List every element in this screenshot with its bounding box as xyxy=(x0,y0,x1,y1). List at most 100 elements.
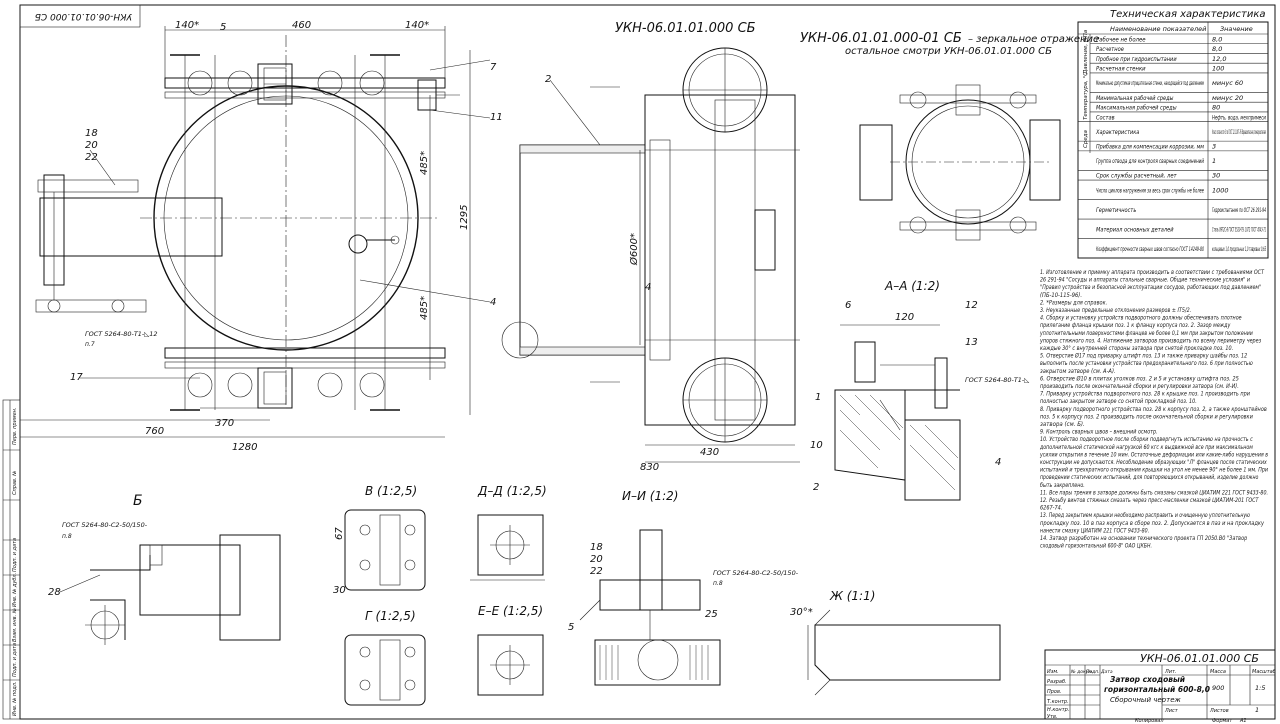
view-g-detail xyxy=(344,634,426,706)
view-dd-detail xyxy=(470,514,545,581)
dim-830: 830 xyxy=(640,462,659,473)
note-line: быть закреплено. xyxy=(1040,481,1085,489)
weld-mark-1-note: п.7 xyxy=(85,341,95,348)
tech-head-name: Наименование показателей xyxy=(1110,25,1206,33)
note-line: 5. Отверстие Ø17 под приварку штифт поз.… xyxy=(1040,352,1247,360)
tech-group-medium: Среда xyxy=(1083,129,1089,148)
note-line: закрытом затворе (см. А-А). xyxy=(1040,368,1116,375)
title-format-label: Формат xyxy=(1212,718,1233,724)
view-ii-title: И–И (1:2) xyxy=(622,489,678,503)
callout-18: 18 xyxy=(85,128,98,139)
tech-row-value: минус 60 xyxy=(1212,79,1243,87)
tech-row-name: Минимальная рабочей среды xyxy=(1096,94,1174,102)
title-row-3: Т.контр. xyxy=(1047,699,1069,705)
note-line: поз. 5 к корпусу поз. 2 производить посл… xyxy=(1040,412,1253,420)
view-b-detail xyxy=(59,534,281,645)
mirror-view xyxy=(859,84,1061,241)
tech-row-name: Характеристика xyxy=(1095,128,1139,136)
sheet-frame xyxy=(19,4,1276,720)
note-line: 6267-74. xyxy=(1040,505,1062,512)
weld-mark-3: ГОСТ 5264-80-С2-50/150- xyxy=(62,521,148,529)
title-block-name-1: Затвор сходовый xyxy=(1110,675,1186,684)
tech-row-name: Группа отвода для контроля сварных соеди… xyxy=(1096,157,1204,165)
title-sheets: 1 xyxy=(1255,706,1259,714)
note-line: дополнительной статической нагрузкой 60 … xyxy=(1039,444,1253,451)
tech-row-value: Класс опасности 3 по ГОСТ 12.1.007-76 Вз… xyxy=(1212,128,1266,136)
ii-callout-20: 20 xyxy=(590,554,603,565)
note-line: 14. Затвор разработан на основании техни… xyxy=(1040,534,1247,542)
tech-table-title: Техническая характеристика xyxy=(1110,9,1266,20)
aa-callout-1: 1 xyxy=(815,392,821,403)
aa-callout-4: 4 xyxy=(995,457,1001,468)
note-line: уплотнительными поверхностями фланцев не… xyxy=(1039,329,1253,337)
tech-row-name: Минимально допустимая отрицательная стен… xyxy=(1096,79,1204,87)
section-aa-title: А–А (1:2) xyxy=(884,279,940,293)
note-line: "Правил устройства и безопасной эксплуат… xyxy=(1040,283,1261,291)
margin-label-0: Перв. примен. xyxy=(12,407,18,445)
view-zh-title: Ж (1:1) xyxy=(829,589,875,603)
margin-label-2: Подп. и дата xyxy=(12,538,18,572)
tech-head-value: Значение xyxy=(1220,25,1253,33)
b-callout-28: 28 xyxy=(48,587,61,598)
dim-120: 120 xyxy=(895,312,914,323)
ii-callout-25: 25 xyxy=(705,609,718,620)
note-line: прокладку поз. 10 в паз корпуса в сборе … xyxy=(1040,519,1264,527)
title-sheets-label: Листов xyxy=(1209,708,1229,714)
side-view xyxy=(501,47,800,463)
weld-mark-1: ГОСТ 5264-80-Т1-◺12 xyxy=(85,330,158,338)
title-copied: Копировал xyxy=(1135,718,1164,724)
dim-430: 430 xyxy=(700,447,719,458)
aa-callout-10: 10 xyxy=(810,440,823,451)
callout-4: 4 xyxy=(490,297,496,308)
weld-mark-2: ГОСТ 5264-80-Т1-◺ xyxy=(965,376,1029,384)
ii-callout-18: 18 xyxy=(590,542,603,553)
callout-20: 20 xyxy=(85,140,98,151)
dim-30-degree: 30°* xyxy=(790,607,813,618)
tech-row-name: Расчетное xyxy=(1096,45,1124,53)
side-callout-4: 4 xyxy=(645,282,651,293)
title-row-4: Н.контр. xyxy=(1047,707,1069,713)
dim-600: Ø600* xyxy=(628,233,640,266)
view-g-title: Г (1:2,5) xyxy=(365,609,416,623)
tech-row-value: 100 xyxy=(1212,65,1224,73)
tech-row-value: кольцевых 1,0 продольных 1,0 тавровых 0,… xyxy=(1212,245,1266,253)
main-view-title: УКН-06.01.01.000 СБ xyxy=(615,21,756,36)
title-row-2: Пров. xyxy=(1047,689,1062,695)
title-scale-label: Масштаб xyxy=(1252,669,1276,675)
margin-label-5: Подп. и дата xyxy=(12,643,18,677)
title-block-name-3: Сборочный чертеж xyxy=(1110,696,1181,704)
main-front-view xyxy=(20,26,491,438)
left-margin-ticks xyxy=(3,449,20,681)
weld-mark-3-note: п.8 xyxy=(62,533,72,540)
margin-label-4: Взам. инв. № xyxy=(12,608,18,642)
aa-callout-12: 12 xyxy=(965,300,978,311)
note-line: нанести смазку ЦИАТИМ 221 ГОСТ 9433-80. xyxy=(1040,527,1149,534)
tech-row-name: Прибавка для компенсации коррозии, мм xyxy=(1096,143,1204,151)
note-line: 11. Все пары трения в затворе должны быт… xyxy=(1040,488,1268,496)
dim-370: 370 xyxy=(215,418,234,429)
callout-7: 7 xyxy=(490,62,497,73)
tech-row-value: минус 20 xyxy=(1212,94,1243,102)
note-line: испытаний и трехкратного открывания крыш… xyxy=(1040,466,1268,474)
dim-30: 30 xyxy=(333,585,346,596)
dim-67: 67 xyxy=(334,527,345,540)
dim-1295: 1295 xyxy=(459,205,470,230)
view-ii-detail xyxy=(579,529,721,686)
dim-140a: 140* xyxy=(175,20,199,31)
mirror-view-note: остальное смотри УКН-06.01.01.000 СБ xyxy=(845,46,1052,57)
tech-row-name: Рабочее не более xyxy=(1096,35,1146,43)
callout-11: 11 xyxy=(490,112,503,123)
note-line: прилегание фланца крышки поз. 1 к фланцу… xyxy=(1040,322,1231,329)
side-callout-2: 2 xyxy=(545,74,551,85)
weld-mark-4: ГОСТ 5264-80-С2-50/150- xyxy=(713,569,799,577)
title-col-2: Дата xyxy=(1100,669,1113,675)
note-line: конструкции не допускаются. Несоблюдение… xyxy=(1040,458,1267,466)
aa-callout-13: 13 xyxy=(965,337,978,348)
ii-callout-5: 5 xyxy=(568,622,574,633)
view-v-title: В (1:2,5) xyxy=(365,484,417,498)
note-line: сходовый горизонтальный 600-8" ОАО ЦКБН. xyxy=(1040,543,1152,550)
left-margin-strip xyxy=(2,399,21,720)
note-line: затвора (см. Б). xyxy=(1040,421,1085,428)
title-row-0: Изм. xyxy=(1047,669,1059,675)
note-line: 6. Отверстие Ø10 в плитах уголков поз. 2… xyxy=(1040,374,1239,382)
